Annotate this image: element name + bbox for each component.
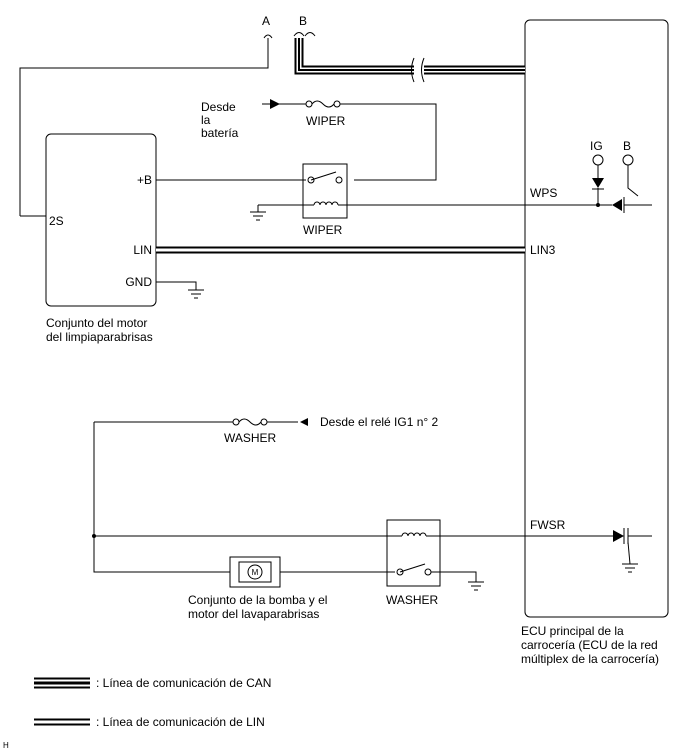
battery-source-label-3: batería bbox=[201, 126, 239, 140]
ecu-pin-ig: IG bbox=[590, 139, 603, 153]
washer-relay-switch-icon bbox=[280, 563, 484, 591]
washer-fuse-icon bbox=[232, 418, 268, 426]
battery-source-label-2: la bbox=[201, 113, 211, 127]
ig1-arrow-icon bbox=[300, 418, 308, 426]
ecu-pin-wps: WPS bbox=[530, 186, 557, 200]
motor-gnd-wire bbox=[156, 281, 204, 299]
ecu-wps-transistor-icon bbox=[622, 154, 652, 213]
motor-pin-gnd: GND bbox=[125, 275, 152, 289]
ecu-caption-2: carrocería (ECU de la red bbox=[521, 638, 658, 652]
wiper-relay-switch-icon bbox=[156, 171, 343, 184]
battery-arrow-icon bbox=[270, 99, 280, 109]
motor-pin-2s: 2S bbox=[49, 214, 64, 228]
motor-caption-1: Conjunto del motor bbox=[46, 316, 147, 330]
body-ecu-block bbox=[524, 19, 669, 618]
washer-fuse-label: WASHER bbox=[224, 431, 277, 445]
connector-b-label: B bbox=[299, 14, 307, 28]
wiper-fuse-icon bbox=[305, 100, 341, 108]
wire-connector-a bbox=[19, 34, 273, 217]
pump-motor-symbol: M bbox=[252, 568, 259, 577]
connector-a-label: A bbox=[262, 14, 270, 28]
ecu-caption-1: ECU principal de la bbox=[521, 624, 624, 638]
wire-washer-feed bbox=[93, 421, 298, 573]
washer-pump-motor-icon bbox=[229, 556, 281, 588]
pump-caption-2: motor del lavaparabrisas bbox=[188, 607, 319, 621]
wiper-relay bbox=[302, 163, 348, 219]
wiper-relay-coil-icon bbox=[258, 201, 598, 206]
can-bus-line bbox=[293, 32, 525, 75]
pump-caption-1: Conjunto de la bomba y el bbox=[188, 593, 327, 607]
ecu-pin-fwsr: FWSR bbox=[530, 518, 566, 532]
washer-relay-coil-icon bbox=[94, 532, 613, 537]
ecu-wps-diode-icon bbox=[612, 199, 622, 211]
wiper-fuse-label: WIPER bbox=[306, 114, 346, 128]
legend-lin-label: : Línea de comunicación de LIN bbox=[96, 715, 265, 729]
ecu-ig-diode-icon bbox=[592, 178, 604, 188]
motor-caption-2: del limpiaparabrisas bbox=[46, 330, 153, 344]
motor-pin-lin: LIN bbox=[133, 243, 152, 257]
wiper-motor-block bbox=[45, 133, 157, 307]
corner-mark: H bbox=[3, 741, 9, 750]
ground-icon bbox=[250, 205, 266, 221]
motor-pin-plus-b: +B bbox=[137, 173, 152, 187]
ecu-caption-3: múltiplex de la carrocería) bbox=[521, 652, 659, 666]
ecu-ig-terminal-icon bbox=[592, 154, 612, 206]
ig1-source-label: Desde el relé IG1 n° 2 bbox=[320, 415, 439, 429]
washer-relay bbox=[386, 519, 441, 587]
battery-source-label-1: Desde bbox=[201, 100, 236, 114]
can-bus-break bbox=[411, 57, 425, 83]
legend-can-label: : Línea de comunicación de CAN bbox=[96, 676, 271, 690]
ecu-pin-lin3: LIN3 bbox=[530, 243, 556, 257]
wps-junction-dot bbox=[596, 203, 600, 207]
washer-relay-label: WASHER bbox=[386, 593, 439, 607]
wiper-relay-label: WIPER bbox=[303, 223, 343, 237]
ecu-fwsr-diode-icon bbox=[613, 530, 624, 542]
wire-battery-feed bbox=[262, 103, 437, 181]
ecu-fwsr-transistor-icon bbox=[622, 528, 652, 573]
ecu-pin-b: B bbox=[623, 139, 631, 153]
